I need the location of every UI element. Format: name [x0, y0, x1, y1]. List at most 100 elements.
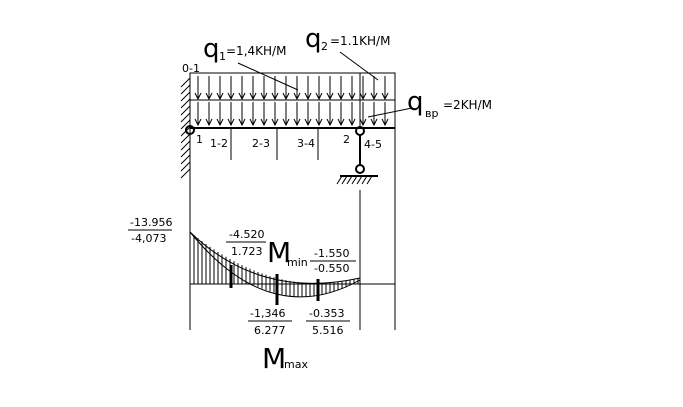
svg-text:2: 2 — [321, 40, 328, 53]
load-arrow-head — [337, 118, 345, 127]
svg-text:1: 1 — [219, 50, 226, 63]
svg-text:=1.1KH/M: =1.1KH/M — [330, 34, 390, 48]
load-arrow-head — [381, 118, 389, 127]
ground-hatch-line — [341, 175, 348, 185]
load-arrow-head — [370, 118, 378, 127]
ground-hatch-line — [336, 175, 343, 185]
svg-text:-4,073: -4,073 — [131, 232, 166, 245]
wall-hatch-line — [180, 91, 191, 102]
svg-text:-1.550: -1.550 — [314, 247, 349, 260]
svg-text:вр: вр — [425, 107, 438, 120]
wall-hatch-line — [180, 84, 191, 95]
svg-text:1.723: 1.723 — [231, 245, 263, 258]
load-arrow-head — [304, 92, 312, 101]
load-arrow-head — [194, 92, 202, 101]
wall-hatch-line — [180, 168, 191, 179]
svg-text:max: max — [284, 358, 308, 371]
wall-hatch-line — [180, 147, 191, 158]
load-arrow-head — [326, 118, 334, 127]
wall-hatch-line — [180, 133, 191, 144]
segment-label-1-2: 1-2 — [210, 137, 228, 150]
load-arrow-head — [348, 118, 356, 127]
load-arrow-head — [293, 92, 301, 101]
load-arrow-head — [337, 92, 345, 101]
load-label-qvr: q вр =2KH/M — [367, 87, 492, 120]
wall-hatch-line — [180, 77, 191, 88]
load-arrow-head — [359, 118, 367, 127]
segment-label-4-5: 4-5 — [364, 138, 382, 151]
ground-hatch-line — [366, 175, 373, 185]
moment-max-left: -1,346 6.277 — [248, 307, 292, 337]
load-arrow-head — [205, 118, 213, 127]
svg-text:-0.353: -0.353 — [309, 307, 344, 320]
load-arrow-head — [326, 92, 334, 101]
load-arrow-head — [348, 92, 356, 101]
wall-hatch-line — [180, 105, 191, 116]
load-arrow-head — [227, 118, 235, 127]
moment-min-right: -1.550 -0.550 — [310, 247, 356, 275]
load-arrow-head — [238, 92, 246, 101]
moment-diagram — [189, 230, 395, 305]
load-arrow-head — [370, 92, 378, 101]
load-arrow-head — [271, 118, 279, 127]
svg-text:q: q — [407, 87, 424, 117]
right-roller-support — [336, 126, 378, 185]
load-arrow-head — [249, 92, 257, 101]
load-arrow-head — [315, 92, 323, 101]
ground-hatch-line — [351, 175, 358, 185]
svg-text:6.277: 6.277 — [254, 324, 286, 337]
ground-hatch-line — [361, 175, 368, 185]
load-label-q1: q 1 =1,4KH/M — [203, 34, 299, 91]
svg-text:-13.956: -13.956 — [130, 216, 172, 229]
moment-max-right: -0.353 5.516 — [306, 307, 350, 337]
load-arrow-head — [282, 92, 290, 101]
moment-support-left: -13.956 -4,073 — [128, 216, 172, 245]
segment-label-3-4: 3-4 — [297, 137, 315, 150]
node-label-2: 2 — [343, 133, 350, 146]
load-arrow-head — [293, 118, 301, 127]
load-arrow-head — [227, 92, 235, 101]
segment-ticks — [189, 128, 396, 330]
node-label-1: 1 — [196, 133, 203, 146]
svg-text:M: M — [262, 342, 286, 375]
node-1-hinge — [185, 125, 195, 135]
wall-hatch-line — [180, 112, 191, 123]
load-arrow-head — [282, 118, 290, 127]
svg-text:=2KH/M: =2KH/M — [443, 98, 492, 112]
load-arrow-head — [216, 118, 224, 127]
ground-hatch-line — [346, 175, 353, 185]
load-arrow-head — [260, 92, 268, 101]
moment-min-left: -4.520 1.723 — [226, 228, 266, 258]
svg-text:-0.550: -0.550 — [314, 262, 349, 275]
ground-hatch-line — [356, 175, 363, 185]
load-arrow-head — [249, 118, 257, 127]
node-label-0-1: 0-1 — [182, 62, 200, 75]
load-arrow-head — [194, 118, 202, 127]
wall-hatch-line — [180, 154, 191, 165]
load-arrow-head — [271, 92, 279, 101]
load-arrow-head — [238, 118, 246, 127]
load-arrow-head — [205, 92, 213, 101]
svg-text:-1,346: -1,346 — [250, 307, 285, 320]
load-arrow-head — [315, 118, 323, 127]
mmax-label: M max — [262, 342, 308, 375]
svg-text:5.516: 5.516 — [312, 324, 344, 337]
distributed-load-block — [189, 72, 396, 129]
svg-text:min: min — [287, 256, 308, 269]
load-arrow-head — [260, 118, 268, 127]
svg-text:q: q — [203, 34, 220, 64]
wall-hatch-line — [180, 119, 191, 130]
wall-hatch-line — [180, 140, 191, 151]
wall-hatch-line — [180, 161, 191, 172]
segment-label-2-3: 2-3 — [252, 137, 270, 150]
load-arrow-head — [304, 118, 312, 127]
svg-text:-4.520: -4.520 — [229, 228, 264, 241]
load-label-q2: q 2 =1.1KH/M — [305, 24, 390, 81]
load-arrow-head — [359, 92, 367, 101]
load-arrow-head — [216, 92, 224, 101]
load-arrow-head — [381, 92, 389, 101]
mmin-label: M min — [267, 236, 308, 269]
svg-text:q: q — [305, 24, 322, 54]
